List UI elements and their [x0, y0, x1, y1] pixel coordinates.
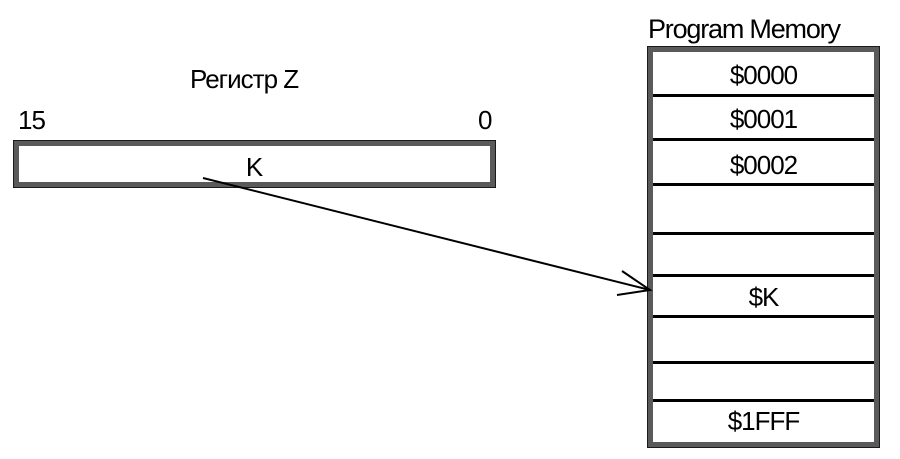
pointer-arrowhead [616, 270, 653, 296]
memory-separator [653, 94, 874, 97]
register-title: Регистр Z [190, 64, 299, 94]
memory-cell-label: $K [748, 282, 780, 312]
memory-separator [653, 361, 874, 364]
memory-cell-label: $1FFF [727, 406, 801, 436]
memory-separator [653, 274, 874, 277]
memory-separator [653, 315, 874, 318]
memory-separator [653, 232, 874, 235]
memory-cell-label: $0002 [729, 150, 798, 180]
register-z-box: K [13, 140, 496, 188]
register-content: K [245, 152, 264, 182]
pointer-arrow-line [202, 177, 651, 291]
register-bit-high-label: 15 [18, 105, 46, 135]
memory-cell-label: $0000 [729, 60, 798, 90]
register-bit-low-label: 0 [478, 105, 493, 135]
memory-cell-label: $0001 [729, 104, 798, 134]
memory-title: Program Memory [648, 14, 841, 44]
memory-separator [653, 138, 874, 141]
program-memory-box: $0000 $0001 $0002 $K $1FFF [647, 46, 880, 448]
memory-separator [653, 183, 874, 186]
memory-separator [653, 399, 874, 402]
